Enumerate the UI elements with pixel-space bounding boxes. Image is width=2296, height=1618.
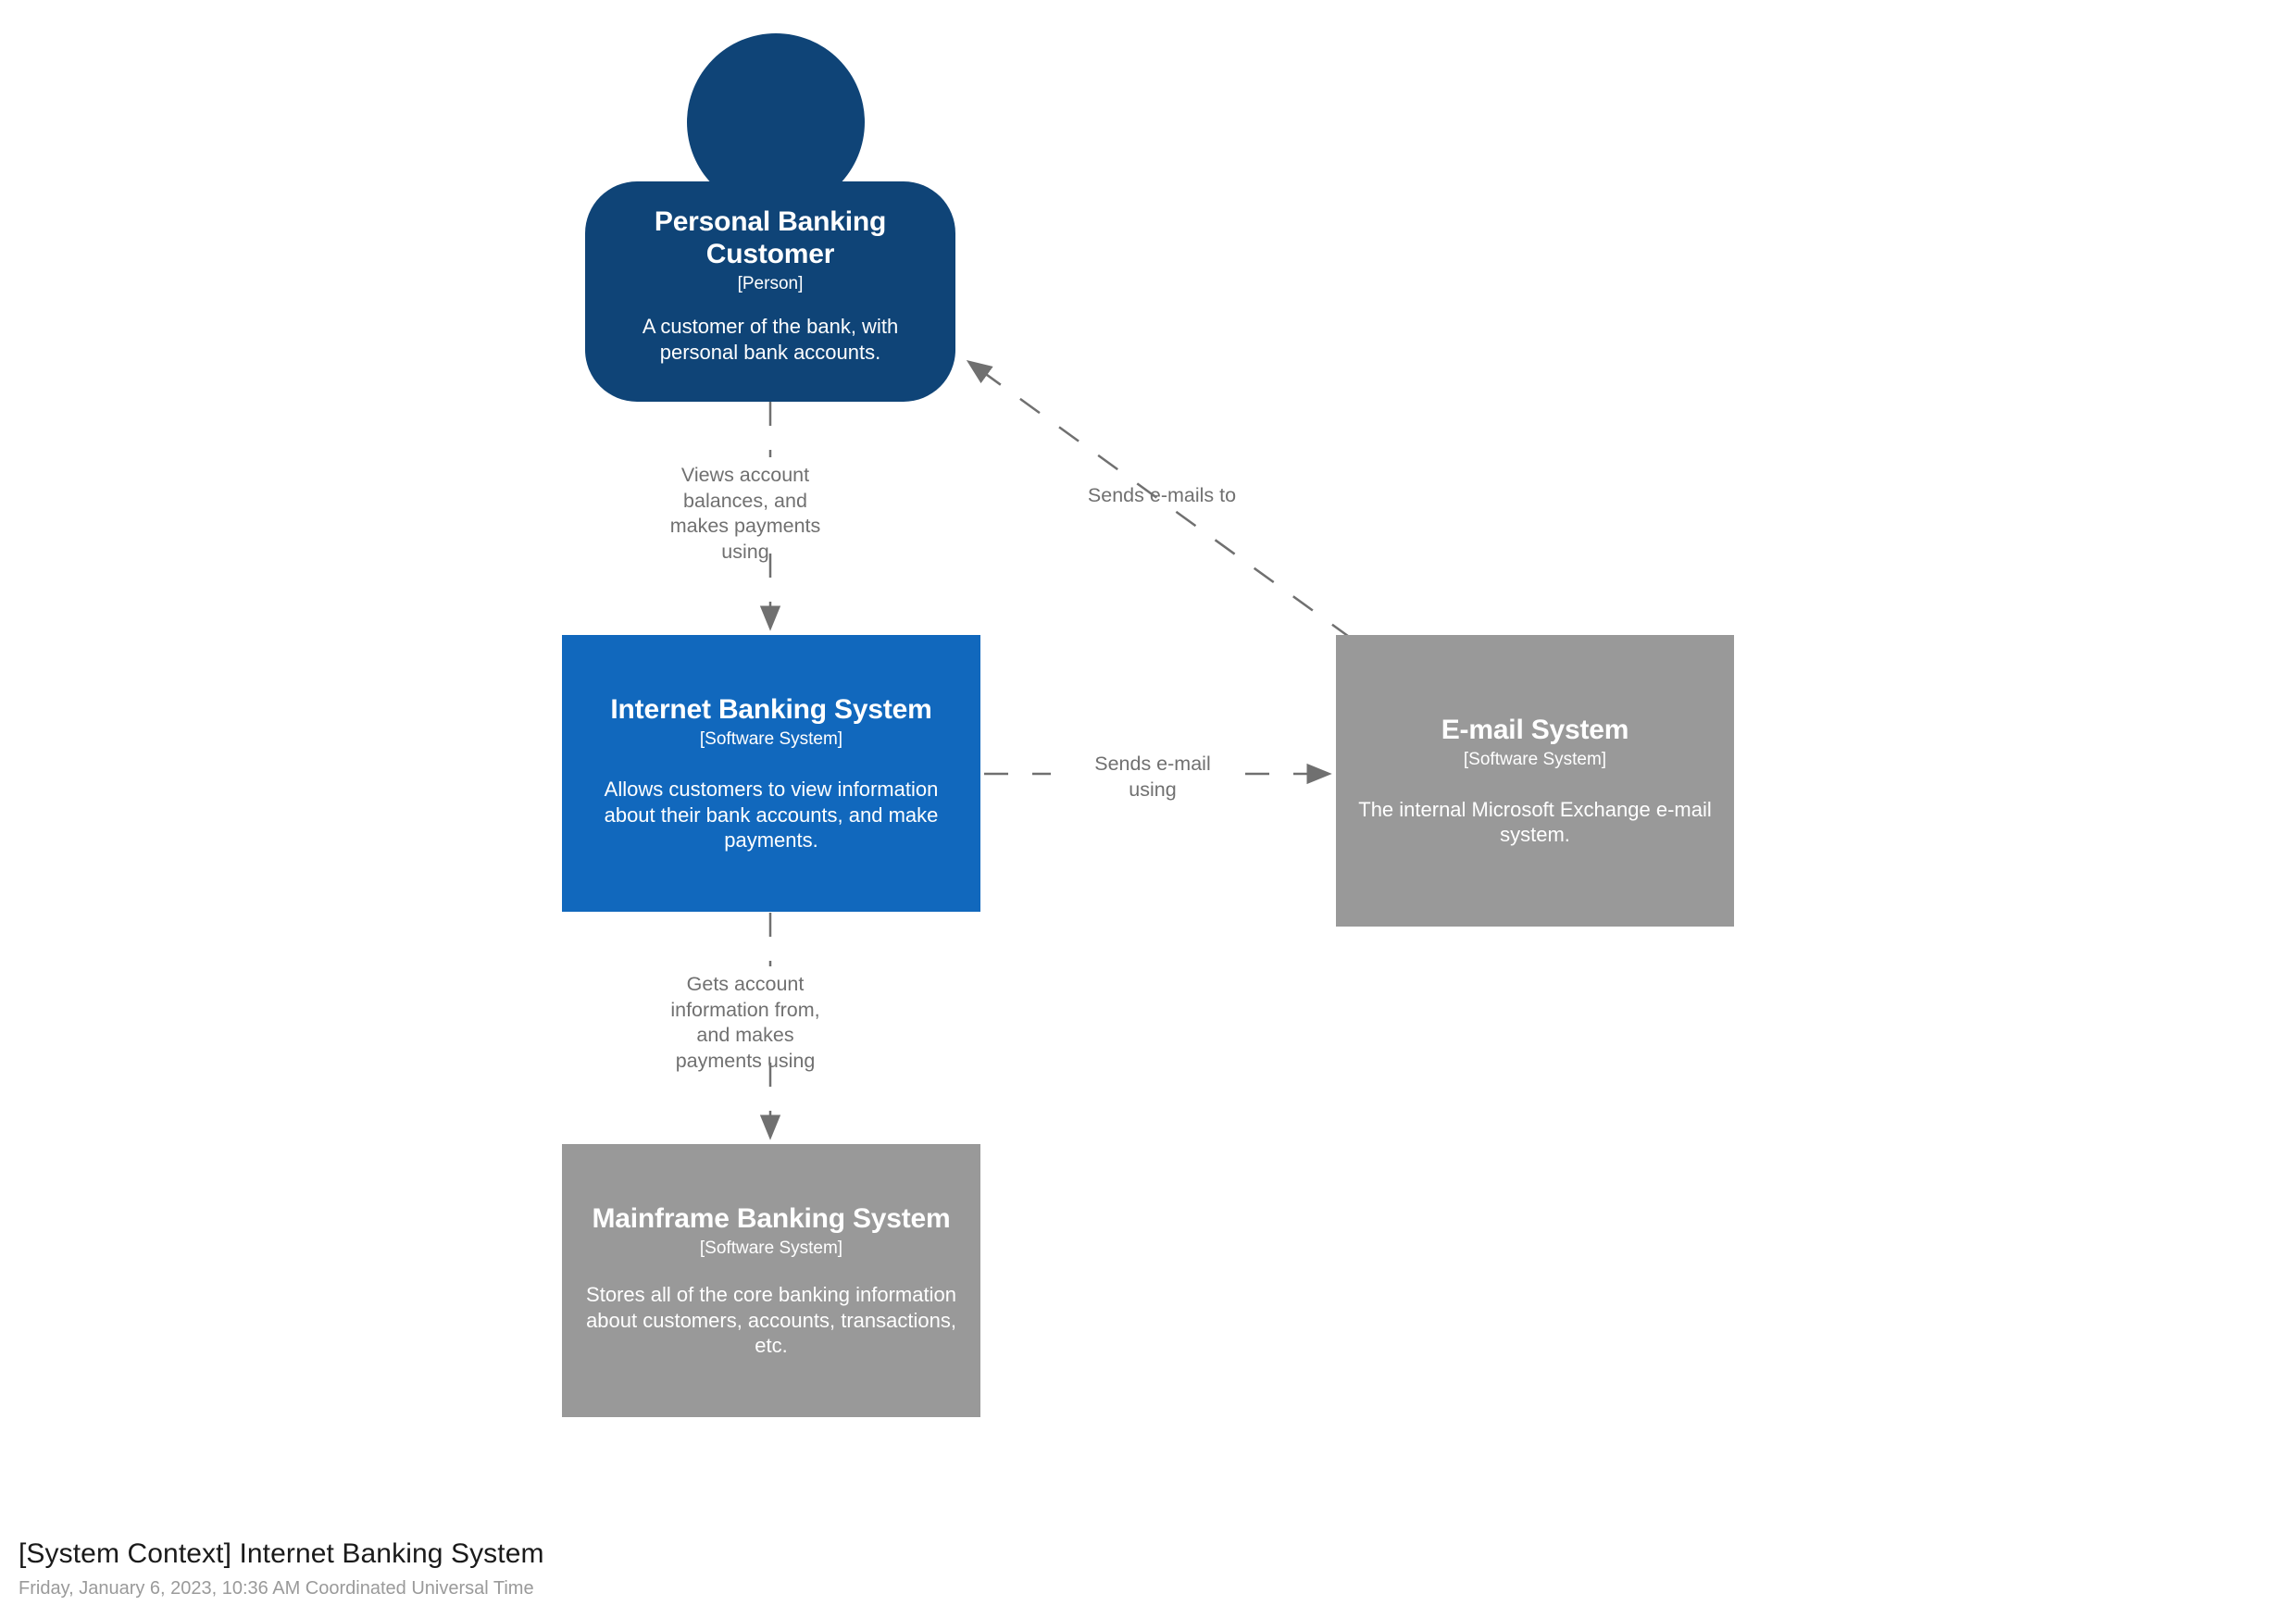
node-description: A customer of the bank, with personal ba… [642, 314, 899, 364]
node-description: The internal Microsoft Exchange e-mail s… [1358, 797, 1712, 847]
diagram-footer: [System Context] Internet Banking System… [19, 1537, 544, 1600]
node-type: [Software System] [699, 729, 843, 750]
edge-label-customer-uses: Views account balances, and makes paymen… [669, 464, 821, 564]
node-name: Internet Banking System [610, 693, 932, 725]
node-description: Allows customers to view information abo… [604, 777, 939, 853]
diagram-timestamp: Friday, January 6, 2023, 10:36 AM Coordi… [19, 1577, 534, 1599]
node-description: Stores all of the core banking informati… [586, 1282, 956, 1358]
node-name: Personal Banking Customer [654, 206, 887, 270]
node-internet-banking-system[interactable]: Internet Banking System [Software System… [562, 635, 980, 912]
edge-label-gets-account-information: Gets account information from, and makes… [670, 973, 820, 1073]
edge-label-sends-emails-to: Sends e-mails to [1087, 484, 1237, 506]
node-email-system[interactable]: E-mail System [Software System] The inte… [1336, 635, 1734, 927]
edge-label-sends-email-using: Sends e-mail using [1094, 753, 1211, 801]
node-name: Mainframe Banking System [592, 1202, 951, 1234]
node-type: [Person] [737, 274, 804, 294]
node-mainframe-banking-system[interactable]: Mainframe Banking System [Software Syste… [562, 1144, 980, 1417]
node-type: [Software System] [1463, 749, 1607, 769]
diagram-title: [System Context] Internet Banking System [19, 1538, 544, 1569]
node-personal-banking-customer[interactable]: Personal Banking Customer [Person] A cus… [585, 181, 955, 402]
node-name: E-mail System [1441, 714, 1629, 745]
node-type: [Software System] [699, 1238, 843, 1259]
